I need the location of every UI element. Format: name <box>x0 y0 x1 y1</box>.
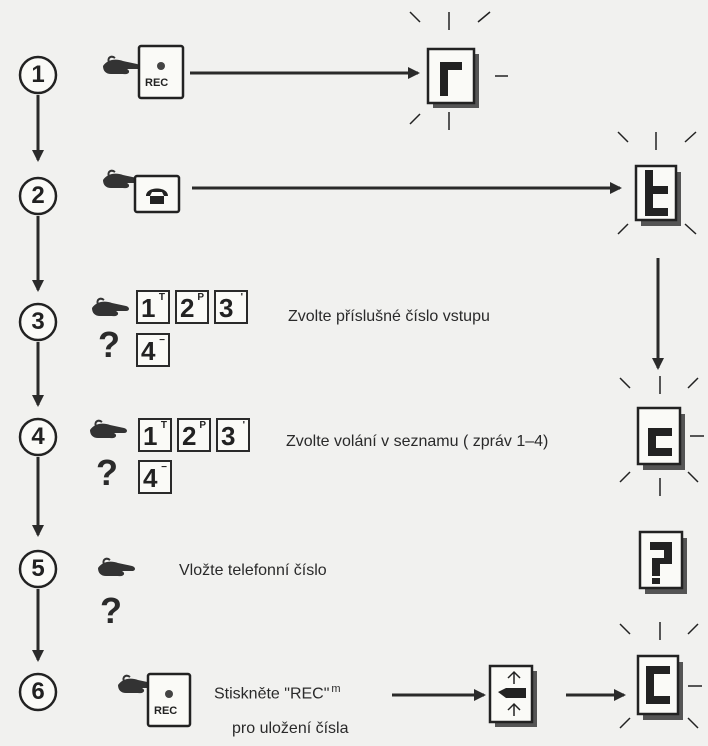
step-4-text: Zvolte volání v seznamu ( zpráv 1–4) <box>286 433 549 450</box>
display-t-icon <box>617 131 697 235</box>
rec-button-icon-1 <box>137 44 185 100</box>
question-mark-4: ? <box>96 452 118 493</box>
step-6-superscript: m <box>331 683 341 695</box>
step-4-circle <box>18 417 58 457</box>
display-updown-icon <box>488 664 537 727</box>
right-arrows <box>190 67 626 701</box>
step-5-circle <box>18 549 58 589</box>
key-3: 3' <box>214 290 248 324</box>
step-5-number: 5 <box>31 555 45 582</box>
display-c-icon <box>619 376 704 496</box>
key-4: 4− <box>136 333 170 367</box>
rec-label-1: REC <box>145 77 169 89</box>
key-3-step4: 3' <box>216 418 250 452</box>
step-3-number: 3 <box>31 308 45 335</box>
step-6-circle <box>18 672 58 712</box>
step-1-circle <box>18 55 58 95</box>
handset-button-icon <box>133 174 181 214</box>
hand-icon-4 <box>89 419 128 440</box>
step-6-number: 6 <box>31 678 45 705</box>
display-question-icon <box>638 530 687 594</box>
question-mark-5: ? <box>100 590 122 631</box>
hand-icon-1 <box>102 55 141 76</box>
rec-label-6: REC <box>154 705 178 717</box>
hand-icon-3 <box>91 297 130 318</box>
step-2-circle <box>18 176 58 216</box>
step-4-number: 4 <box>31 423 45 450</box>
step-1-number: 1 <box>31 61 45 88</box>
hand-icon-5 <box>97 557 136 578</box>
rec-button-icon-6 <box>146 672 192 728</box>
step-5-text: Vložte telefonní číslo <box>179 562 327 579</box>
question-mark-3: ? <box>98 324 120 365</box>
step-6-text-line1: Stiskněte "REC"m <box>214 683 341 703</box>
key-4-step4: 4− <box>138 460 172 494</box>
step-3-circle <box>18 302 58 342</box>
step-3-text: Zvolte příslušné číslo vstupu <box>288 308 490 325</box>
display-C-icon <box>619 622 702 729</box>
display-r-icon <box>409 11 508 130</box>
step-2-number: 2 <box>31 182 45 209</box>
step-6-text-line2: pro uložení čísla <box>232 720 349 737</box>
